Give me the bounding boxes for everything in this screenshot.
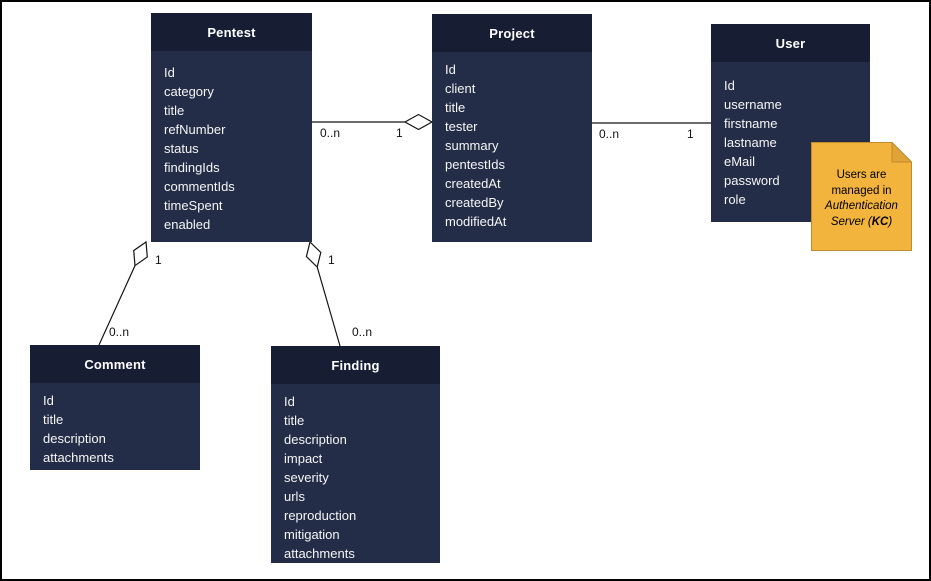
aggregation-diamond-pentest-finding [305,240,322,269]
field-row: findingIds [164,160,220,175]
entity-pentest-title: Pentest [151,13,312,51]
entity-pentest-fields: Id category title refNumber status findingIds… [151,51,312,238]
aggregation-diamond-pentest-comment [133,240,148,267]
field-row: mitigation [284,527,340,542]
field-row: pentestIds [445,157,505,172]
field-row: Id [164,65,175,80]
field-row: title [284,413,305,428]
entity-comment[interactable]: Comment Id title description attachments [30,345,200,470]
entity-comment-title: Comment [30,345,200,383]
aggregation-diamond-project [403,113,434,131]
field-row: eMail [724,154,756,169]
relationship-line-pentest-finding [316,266,341,347]
field-row: Id [43,393,54,408]
field-row: attachments [284,546,355,561]
field-row: firstname [724,116,778,131]
field-row: title [445,100,466,115]
note-folded-corner [891,142,912,163]
field-row: description [43,431,106,446]
multiplicity-label-pentest-comment-1: 1 [155,253,162,267]
entity-finding[interactable]: Finding Id title description impact severity… [271,346,440,563]
field-row: modifiedAt [445,214,507,229]
entity-project[interactable]: Project Id client title tester summary pentes… [432,14,592,242]
entity-comment-fields: Id title description attachments [30,383,200,470]
field-row: tester [445,119,478,134]
field-row: refNumber [164,122,226,137]
multiplicity-label-finding-side: 0..n [352,325,373,339]
multiplicity-label-pentest-finding-1: 1 [328,253,335,267]
field-row: title [43,412,64,427]
field-row: urls [284,489,305,504]
field-row: category [164,84,214,99]
multiplicity-label-project-side-2: 0..n [599,127,620,141]
entity-user-title: User [711,24,870,62]
field-row: description [284,432,347,447]
field-row: enabled [164,217,211,232]
note-text-italic: Authentication Server (KC) [825,200,898,228]
entity-user-fields: Id username firstname lastname eMail password… [711,62,870,213]
field-row: timeSpent [164,198,223,213]
field-row: password [724,173,780,188]
multiplicity-label-user-side: 1 [687,127,694,141]
entity-project-fields: Id client title tester summary pentestIds crea… [432,52,592,235]
field-row: severity [284,470,329,485]
entity-pentest[interactable]: Pentest Id category title refNumber status fi… [151,13,312,242]
entity-project-title: Project [432,14,592,52]
field-row: Id [284,394,295,409]
field-row: attachments [43,450,114,465]
sticky-note[interactable]: Users are managed in Authentication Serv… [811,142,912,251]
multiplicity-label-project-side: 1 [396,126,403,140]
field-row: commentIds [164,179,235,194]
multiplicity-label-pentest-side: 0..n [320,126,341,140]
field-row: role [724,192,746,207]
field-row: reproduction [284,508,357,523]
field-row: Id [724,78,735,93]
entity-finding-fields: Id title description impact severity urls repr… [271,384,440,563]
field-row: title [164,103,185,118]
entity-finding-title: Finding [271,346,440,384]
note-text: Users are managed in Authentication Serv… [819,168,904,230]
sticky-note-shape [811,142,912,251]
field-row: lastname [724,135,777,150]
multiplicity-label-comment-side: 0..n [109,325,130,339]
field-row: client [445,81,476,96]
field-row: username [724,97,782,112]
field-row: createdBy [445,195,504,210]
field-row: status [164,141,199,156]
field-row: createdAt [445,176,501,191]
note-text-normal: Users are managed in [831,169,892,197]
field-row: summary [445,138,499,153]
field-row: impact [284,451,323,466]
field-row: Id [445,62,456,77]
